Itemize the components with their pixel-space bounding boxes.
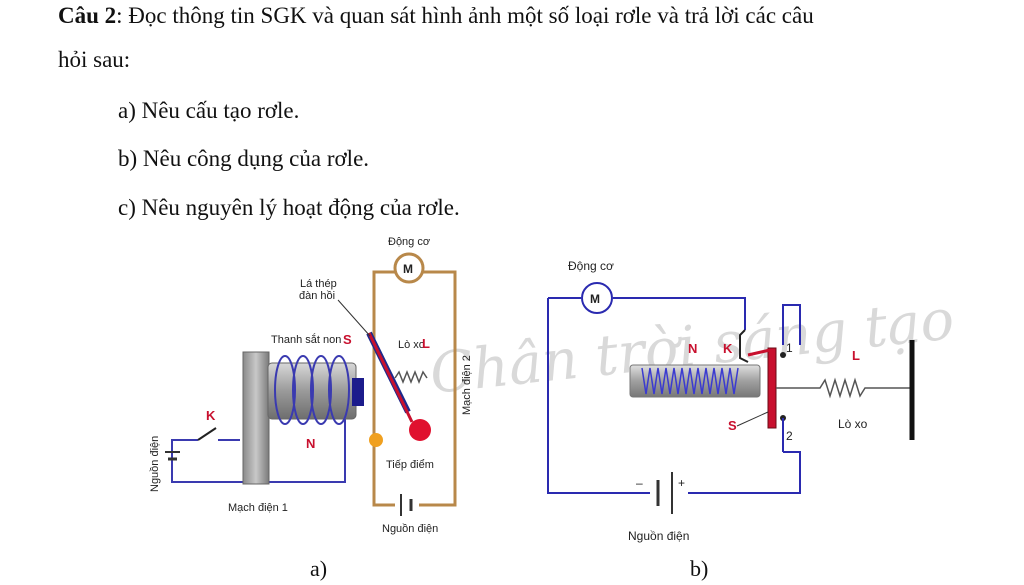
circuit-b-left <box>547 298 650 494</box>
contact-moving <box>409 419 431 441</box>
spring-a <box>394 369 428 385</box>
question-title: Câu 2: Đọc thông tin SGK và quan sát hìn… <box>58 2 814 30</box>
motor-symbol-a: M <box>403 262 413 276</box>
power-label-b: Nguồn điện <box>628 529 689 543</box>
question-item-c: c) Nêu nguyên lý hoạt động của rơle. <box>118 195 460 220</box>
iron-bar-label: Thanh sắt non <box>271 333 341 346</box>
question-text-continued: hỏi sau: <box>58 47 131 72</box>
question-text: : Đọc thông tin SGK và quan sát hình ảnh… <box>116 3 814 28</box>
battery-plus: + <box>678 476 685 490</box>
caption-b: b) <box>690 556 708 581</box>
circuit-b-bottom <box>688 451 801 494</box>
spring-label-a: Lò xo <box>398 339 425 351</box>
iron-leader-b <box>736 411 769 427</box>
motor-icon <box>393 252 425 284</box>
question-item-a: a) Nêu cấu tạo rơle. <box>118 98 300 123</box>
motor-symbol-b: M <box>590 292 600 306</box>
circuit-2-wire <box>372 270 457 507</box>
contact-2-label: 2 <box>786 429 793 443</box>
iron-letter-b: S <box>728 418 737 433</box>
circuit1-label: Mạch điện 1 <box>228 502 288 514</box>
circuit-b-contact1 <box>782 304 801 345</box>
spring-steel-label-2: đàn hồi <box>299 290 335 302</box>
caption-a: a) <box>310 556 327 581</box>
coil-b <box>641 367 739 395</box>
contact-label: Tiếp điểm <box>386 459 434 471</box>
question-item-b: b) Nêu công dụng của rơle. <box>118 146 370 171</box>
spring-letter-b: L <box>852 348 860 363</box>
motor-icon-b <box>581 282 613 314</box>
coil-a <box>274 355 350 425</box>
coil-label-a: N <box>306 436 315 451</box>
power-label-a2: Nguồn điện <box>382 523 438 535</box>
spring-steel-a <box>367 332 414 423</box>
motor-label-b: Động cơ <box>568 259 614 273</box>
figure-b: M Động cơ N K 1 2 S L Lò xo – + Nguồn đi… <box>547 259 915 581</box>
contact-1-dot <box>780 352 786 358</box>
battery-minus: – <box>636 476 643 490</box>
coil-label-b: N <box>688 341 697 356</box>
circuit-b-motor-right <box>613 297 746 330</box>
circuit2-label: Mạch điện 2 <box>461 355 473 415</box>
switch-k-a <box>197 427 217 441</box>
contact-fixed <box>369 433 383 447</box>
iron-bar-b <box>767 347 777 429</box>
core-tip <box>352 378 364 406</box>
contact-1-label: 1 <box>786 341 793 355</box>
power-label-a1: Nguồn điện <box>149 436 161 492</box>
question-label: Câu 2 <box>58 3 117 28</box>
iron-bar-letter: S <box>343 332 352 347</box>
figure-a: M Động cơ Mạch điện 2 Nguồn điện K Nguồn… <box>149 236 473 581</box>
battery-gap <box>395 496 419 514</box>
spring-letter-a: L <box>422 336 430 351</box>
motor-label-a: Động cơ <box>388 236 430 248</box>
armature-top <box>747 348 771 357</box>
switch-k-label-b: K <box>723 341 733 356</box>
circuit-1-wire-top <box>171 439 198 455</box>
switch-k-label-a: K <box>206 408 216 423</box>
switch-k-b <box>739 329 749 363</box>
leader-line <box>337 299 371 337</box>
pole-piece <box>242 351 270 485</box>
spring-steel-label: Lá thép <box>300 278 337 290</box>
spring-label-b: Lò xo <box>838 417 868 431</box>
spring-b <box>776 377 910 399</box>
